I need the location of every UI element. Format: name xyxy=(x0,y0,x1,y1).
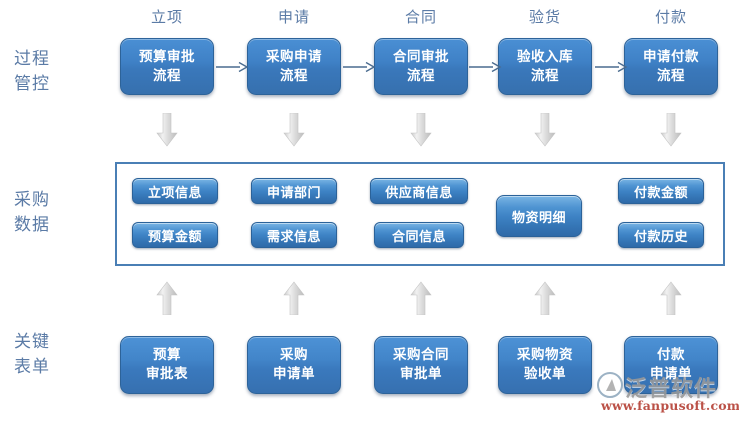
column-header-initiation: 立项 xyxy=(150,8,183,26)
data-chip-budget-amount[interactable]: 预算金额 xyxy=(132,222,218,248)
form-box-material-acceptance-form[interactable]: 采购物资 验收单 xyxy=(498,336,592,394)
form-box-purchase-contract-approval-form[interactable]: 采购合同 审批单 xyxy=(374,336,468,394)
up-arrow-1 xyxy=(156,281,178,315)
data-chip-contract-info[interactable]: 合同信息 xyxy=(374,222,464,248)
row-label-key-forms: 关键 表单 xyxy=(14,332,50,377)
down-arrow-1 xyxy=(156,113,178,147)
up-arrow-3 xyxy=(410,281,432,315)
data-chip-requirement-info[interactable]: 需求信息 xyxy=(251,222,337,248)
row-label-process-control: 过程 管控 xyxy=(14,49,50,94)
process-box-contract-approval[interactable]: 合同审批 流程 xyxy=(374,38,468,95)
flow-arrow-right-2 xyxy=(343,61,376,73)
data-chip-payment-amount[interactable]: 付款金额 xyxy=(618,178,704,204)
process-box-budget-approval[interactable]: 预算审批 流程 xyxy=(120,38,214,95)
up-arrow-2 xyxy=(283,281,305,315)
column-header-application: 申请 xyxy=(277,8,310,26)
down-arrow-5 xyxy=(660,113,682,147)
up-arrow-4 xyxy=(534,281,556,315)
form-box-purchase-request-form[interactable]: 采购 申请单 xyxy=(247,336,341,394)
flow-arrow-right-4 xyxy=(595,61,628,73)
flow-arrow-right-3 xyxy=(469,61,502,73)
down-arrow-2 xyxy=(283,113,305,147)
column-header-inspection: 验货 xyxy=(528,8,561,26)
data-chip-supplier-info[interactable]: 供应商信息 xyxy=(370,178,468,204)
watermark-url: www.fanpusoft.com xyxy=(601,398,739,413)
down-arrow-3 xyxy=(410,113,432,147)
procurement-data-container: 立项信息 预算金额 申请部门 需求信息 供应商信息 合同信息 物资明细 付款金额… xyxy=(115,162,725,266)
process-box-receipt-warehousing[interactable]: 验收入库 流程 xyxy=(498,38,592,95)
data-chip-material-details[interactable]: 物资明细 xyxy=(496,195,582,237)
form-box-budget-approval-form[interactable]: 预算 审批表 xyxy=(120,336,214,394)
data-chip-project-info[interactable]: 立项信息 xyxy=(132,178,218,204)
column-header-contract: 合同 xyxy=(404,8,437,26)
row-label-procurement-data: 采购 数据 xyxy=(14,190,50,235)
data-chip-applicant-department[interactable]: 申请部门 xyxy=(251,178,337,204)
form-box-payment-request-form[interactable]: 付款 申请单 xyxy=(624,336,718,394)
data-chip-payment-history[interactable]: 付款历史 xyxy=(618,222,704,248)
up-arrow-5 xyxy=(660,281,682,315)
down-arrow-4 xyxy=(534,113,556,147)
process-box-purchase-request[interactable]: 采购申请 流程 xyxy=(247,38,341,95)
brand-logo-icon xyxy=(597,372,623,398)
column-header-payment: 付款 xyxy=(654,8,687,26)
process-box-payment-request[interactable]: 申请付款 流程 xyxy=(624,38,718,95)
flow-arrow-right-1 xyxy=(216,61,249,73)
